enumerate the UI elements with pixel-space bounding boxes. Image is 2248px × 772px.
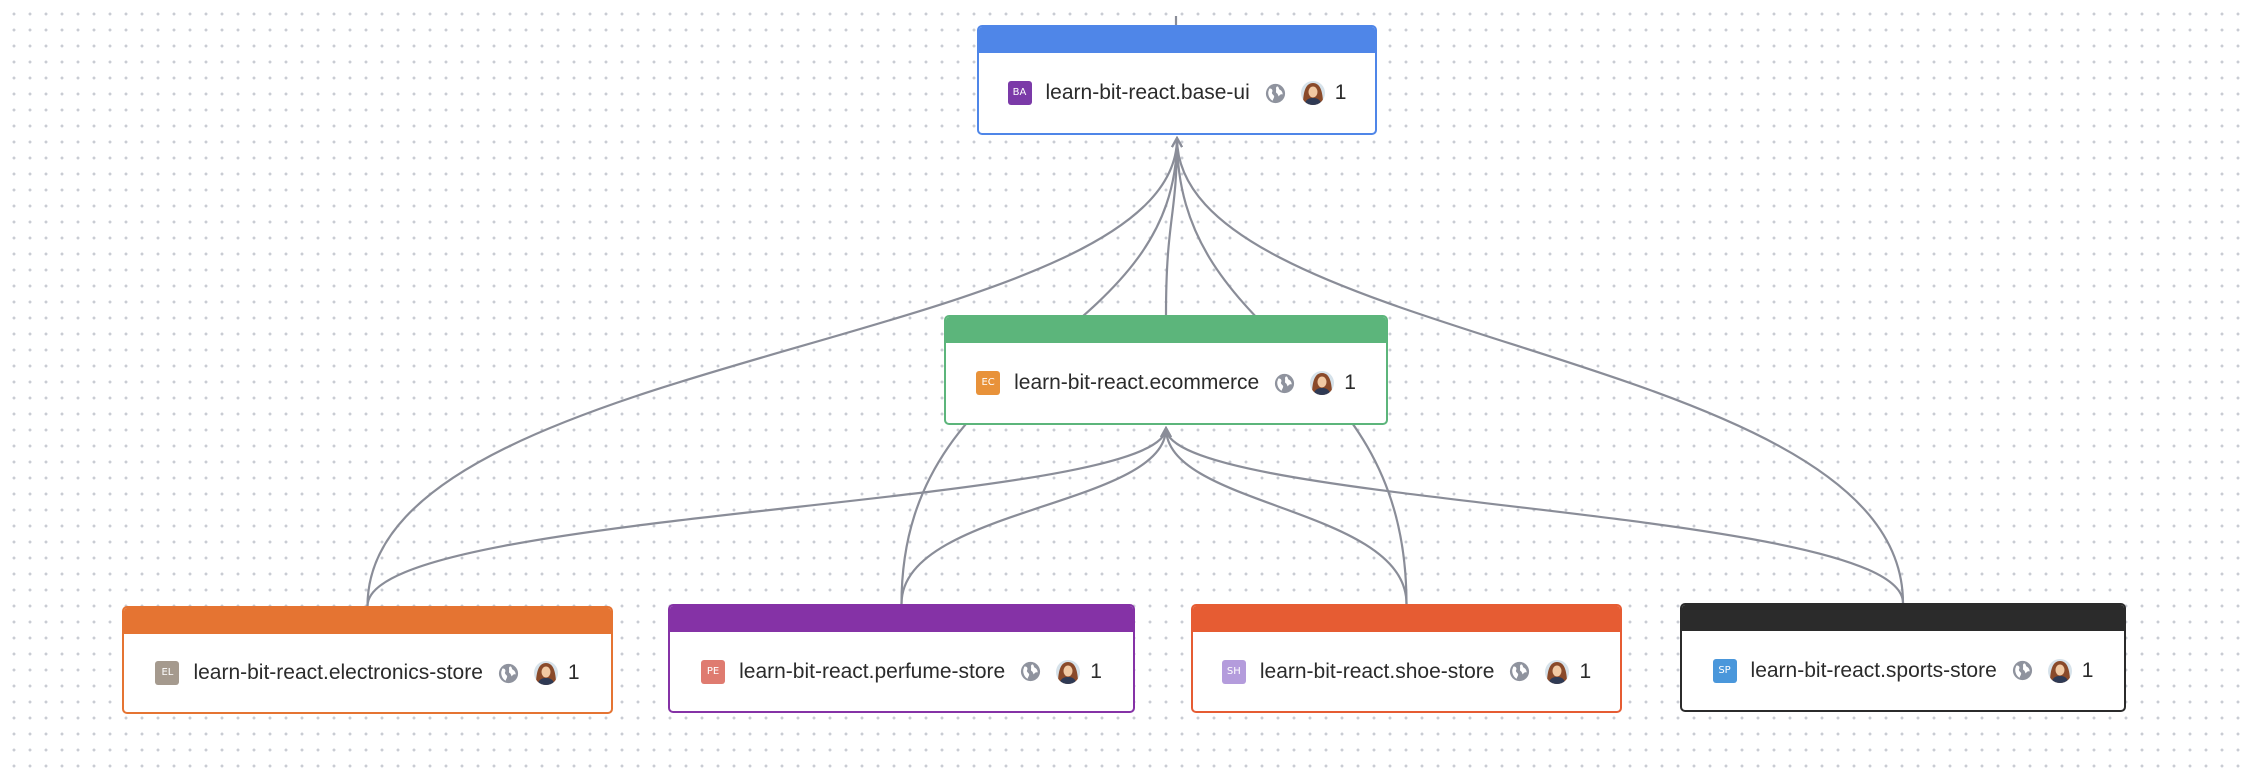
node-color-band — [946, 317, 1386, 343]
component-name[interactable]: learn-bit-react.perfume-store — [739, 659, 1006, 683]
node-electronics-store[interactable]: EL learn-bit-react.electronics-store 1 — [122, 606, 613, 714]
node-content: EC learn-bit-react.ecommerce 1 — [946, 343, 1386, 423]
node-color-band — [1682, 605, 2124, 631]
node-content: SH learn-bit-react.shoe-store 1 — [1193, 632, 1620, 711]
member-count: 1 — [2081, 658, 2094, 682]
node-color-band — [670, 606, 1133, 632]
component-name[interactable]: learn-bit-react.electronics-store — [193, 661, 483, 684]
node-content: SP learn-bit-react.sports-store 1 — [1682, 631, 2124, 710]
scope-badge: PE — [701, 659, 726, 684]
edge-electronics-store-to-ecommerce — [366, 428, 1167, 607]
node-content: EL learn-bit-react.electronics-store 1 — [124, 634, 611, 712]
member-count: 1 — [1344, 371, 1356, 394]
scope-badge: SH — [1221, 659, 1246, 684]
avatar-icon — [1300, 81, 1325, 105]
edge-sports-store-to-ecommerce — [1166, 428, 1905, 604]
node-perfume-store[interactable]: PE learn-bit-react.perfume-store 1 — [668, 604, 1135, 713]
avatar-icon — [533, 661, 558, 685]
avatar-icon — [1310, 371, 1335, 395]
avatar-icon — [1545, 659, 1570, 684]
globe-icon — [1510, 661, 1530, 682]
node-color-band — [1193, 606, 1620, 632]
node-sports-store[interactable]: SP learn-bit-react.sports-store 1 — [1680, 603, 2126, 712]
avatar-icon — [1056, 659, 1081, 684]
edge-shoe-store-to-ecommerce — [1166, 428, 1408, 605]
scope-badge: BA — [1007, 81, 1032, 105]
scope-badge: EC — [976, 371, 1001, 395]
component-name[interactable]: learn-bit-react.shoe-store — [1259, 659, 1495, 683]
avatar-icon — [2047, 658, 2072, 683]
globe-icon — [2012, 660, 2032, 681]
globe-icon — [1021, 661, 1041, 682]
node-ecommerce[interactable]: EC learn-bit-react.ecommerce 1 — [944, 315, 1388, 425]
member-count: 1 — [567, 661, 580, 684]
node-color-band — [124, 608, 611, 634]
edge-electronics-store-to-base-ui — [366, 138, 1178, 607]
member-count: 1 — [1090, 659, 1102, 683]
edge-perfume-store-to-ecommerce — [900, 428, 1167, 605]
node-color-band — [979, 27, 1375, 53]
component-name[interactable]: learn-bit-react.sports-store — [1750, 658, 1997, 682]
scope-badge: SP — [1712, 658, 1737, 683]
member-count: 1 — [1579, 659, 1592, 683]
scope-badge: EL — [155, 661, 180, 685]
component-name[interactable]: learn-bit-react.base-ui — [1045, 81, 1250, 104]
node-base-ui[interactable]: BA learn-bit-react.base-ui 1 — [977, 25, 1377, 135]
node-shoe-store[interactable]: SH learn-bit-react.shoe-store 1 — [1191, 604, 1622, 713]
globe-icon — [498, 663, 518, 683]
node-content: BA learn-bit-react.base-ui 1 — [979, 53, 1375, 133]
member-count: 1 — [1334, 81, 1347, 104]
globe-icon — [1275, 373, 1295, 393]
globe-icon — [1265, 83, 1285, 103]
node-content: PE learn-bit-react.perfume-store 1 — [670, 632, 1133, 711]
edge-sports-store-to-base-ui — [1177, 138, 1905, 604]
component-name[interactable]: learn-bit-react.ecommerce — [1014, 371, 1260, 394]
